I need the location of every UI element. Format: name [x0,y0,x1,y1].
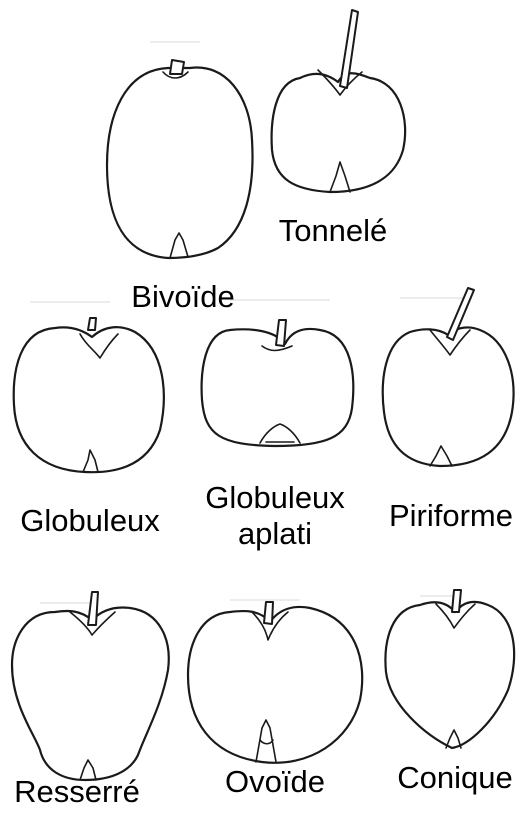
label-globuleux-aplati-line2: aplati [195,517,355,551]
label-globuleux: Globuleux [10,504,170,538]
label-piriforme: Piriforme [376,499,526,533]
apple-tonnele [272,10,406,192]
apple-globuleux [14,318,164,472]
label-conique: Conique [385,761,525,795]
label-resserre: Resserré [2,775,152,809]
label-globuleux-aplati-line1: Globuleux [195,481,355,515]
label-bivoide: Bivoïde [118,280,248,314]
label-tonnele: Tonnelé [268,214,398,248]
apple-ovoide [188,602,362,763]
apple-piriforme [383,288,514,466]
apple-globuleux-aplati [202,320,354,446]
apple-bivoide [107,60,253,258]
apple-resserre [12,592,169,780]
label-ovoide: Ovoïde [210,765,340,799]
apple-conique [385,590,514,748]
